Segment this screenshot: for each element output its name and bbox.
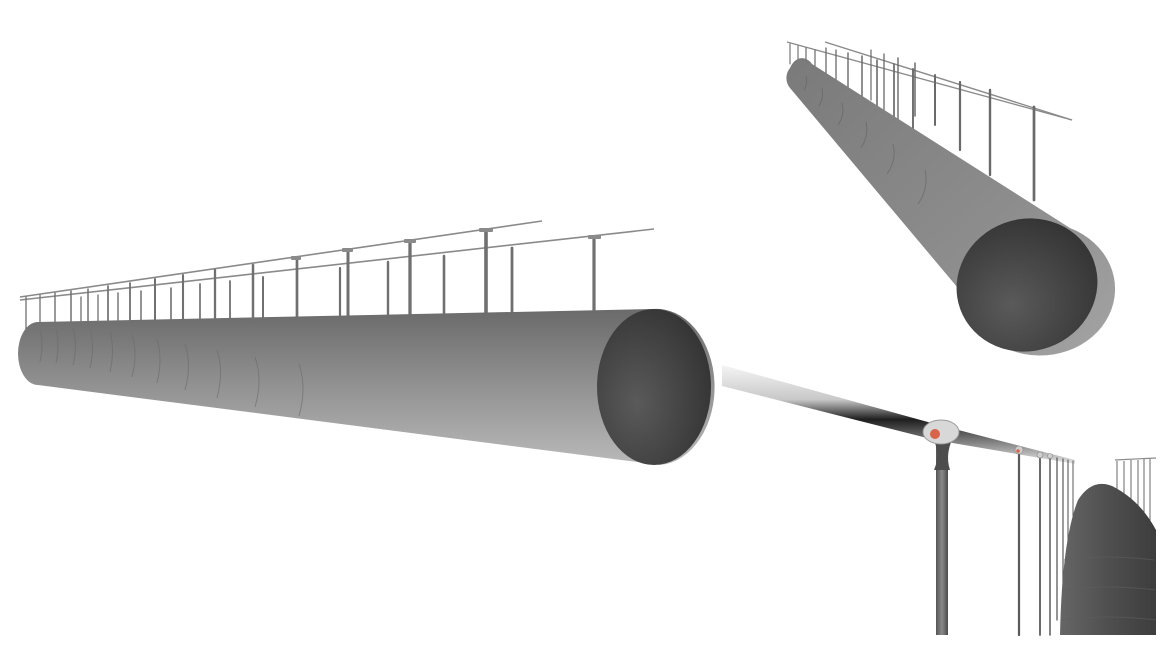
clamp-bolt-icon (1016, 449, 1020, 453)
rod-clamps (291, 228, 601, 260)
rail-clamp (922, 419, 960, 445)
support-beam (19, 220, 655, 301)
chrome-rail (722, 365, 1075, 464)
hanger-rods (1017, 448, 1074, 637)
pipe-body (18, 308, 715, 465)
view-bottom-right (722, 365, 1157, 637)
view-left (18, 220, 715, 465)
pipe-end-face (597, 309, 711, 465)
hanger-rod-main (936, 440, 948, 635)
pipe-body (1060, 483, 1156, 635)
support-beam (1114, 457, 1157, 461)
pipe-end-face (956, 218, 1098, 352)
pipe-segment-joints (1060, 556, 1157, 621)
pipe-segment-joints (803, 75, 927, 205)
pipe-segment-joints (39, 328, 304, 417)
support-beam (786, 41, 1073, 121)
clamp-bolt-icon (930, 429, 940, 439)
view-top-right (786, 41, 1116, 356)
